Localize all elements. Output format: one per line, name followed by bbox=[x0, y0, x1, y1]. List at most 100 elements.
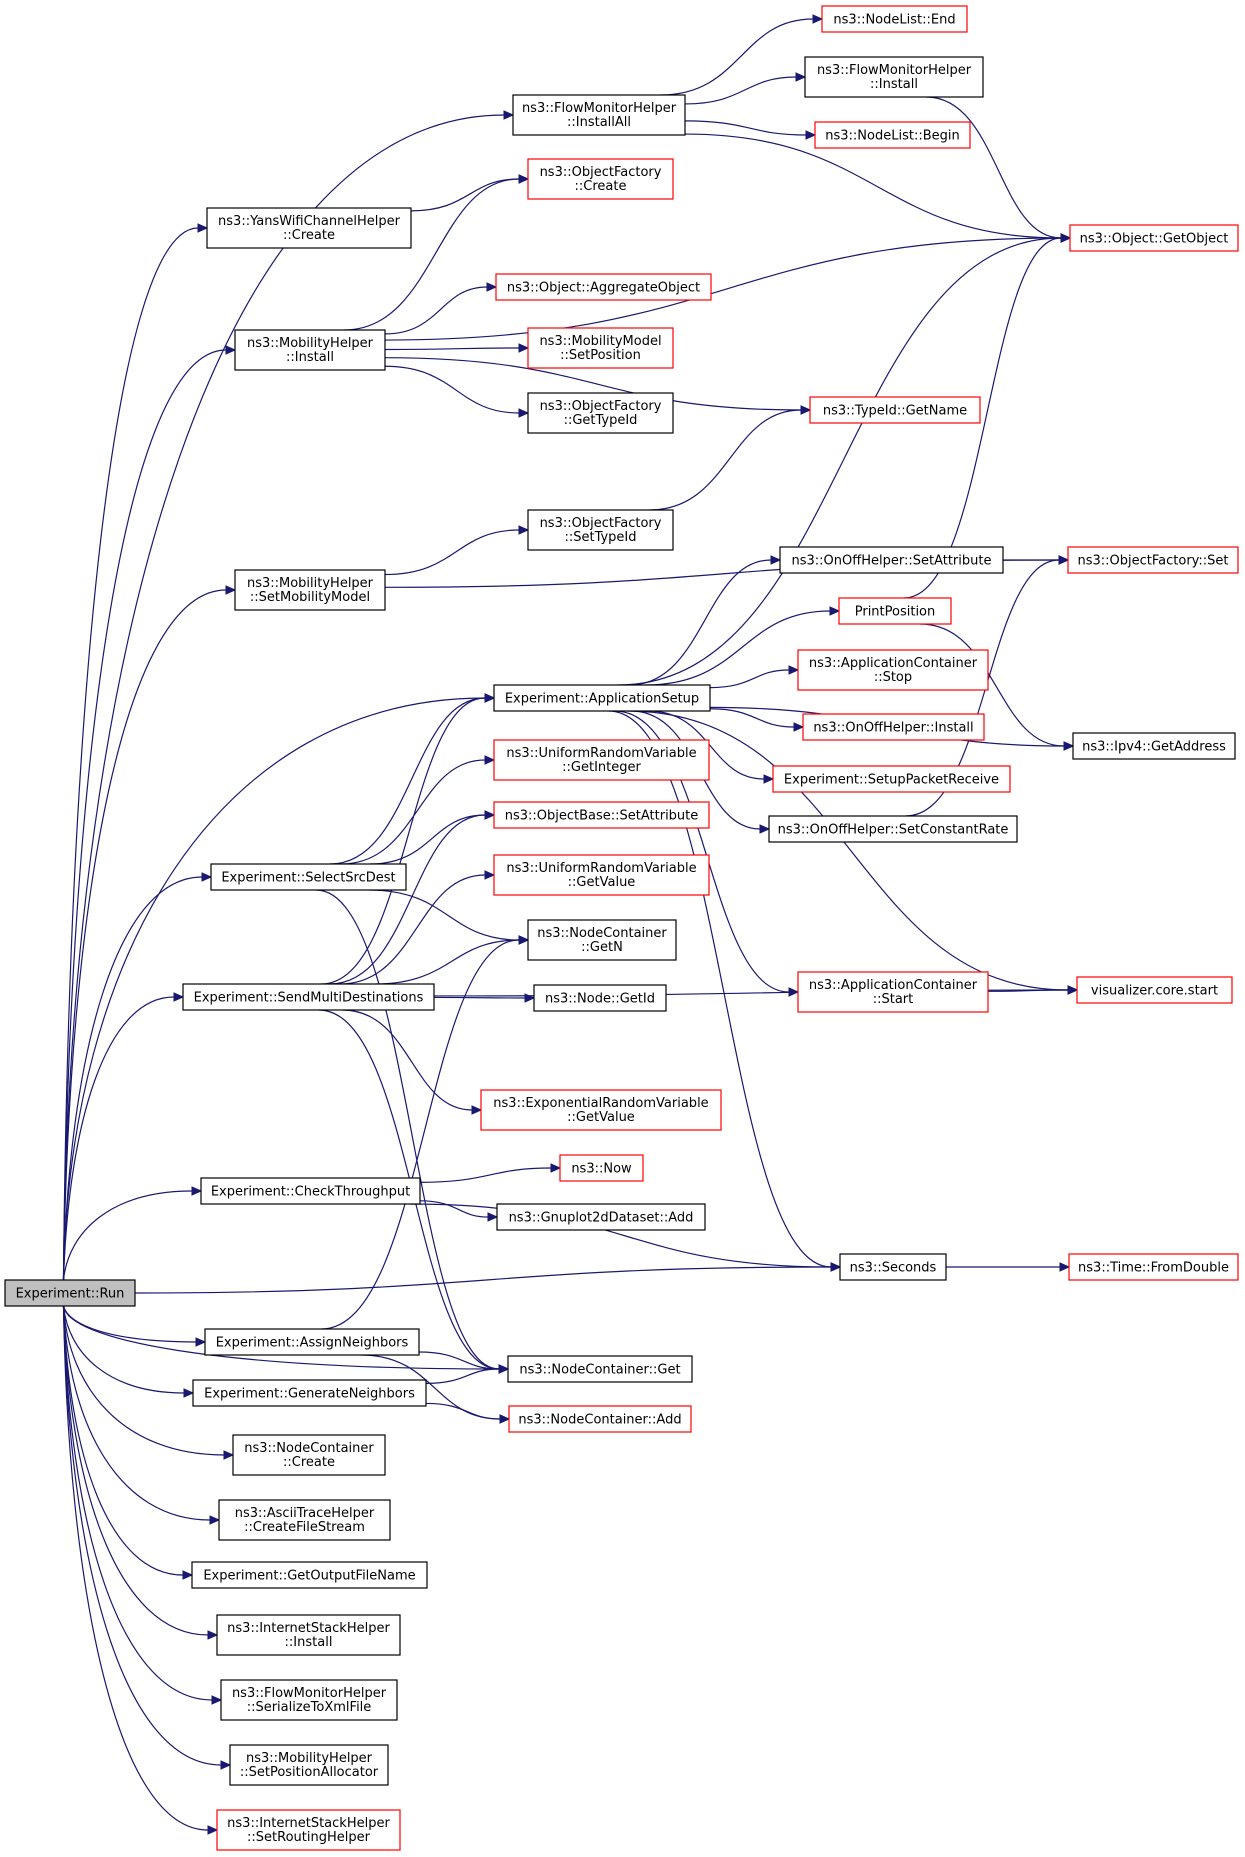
edge-run-to-nc_create bbox=[62, 1305, 225, 1456]
node-of_gettypeid[interactable]: ns3::ObjectFactory::GetTypeId bbox=[527, 392, 674, 434]
node-label-appsetup-line1: Experiment::ApplicationSetup bbox=[505, 692, 699, 707]
edge-sendmulti-to-nc_getn bbox=[375, 939, 520, 985]
node-urv_getinteger[interactable]: ns3::UniformRandomVariable::GetInteger bbox=[493, 739, 710, 781]
node-obj_aggregate[interactable]: ns3::Object::AggregateObject bbox=[495, 273, 712, 301]
node-node_getid[interactable]: ns3::Node::GetId bbox=[533, 984, 667, 1012]
edge-run-to-mh_install bbox=[62, 349, 227, 1281]
arrowhead-generateneighbors-to-nc_add bbox=[499, 1414, 511, 1424]
node-box-erv_getvalue bbox=[480, 1089, 722, 1131]
edge-run-to-generateneighbors bbox=[62, 1305, 185, 1394]
edge-mh_install-to-obj_aggregate bbox=[384, 286, 488, 335]
edge-assignneighbors-to-nc_getn bbox=[321, 939, 520, 1330]
node-run[interactable]: Experiment::Run bbox=[4, 1279, 136, 1307]
node-mm_setposition[interactable]: ns3::MobilityModel::SetPosition bbox=[527, 327, 674, 369]
edge-appsetup-to-printposition bbox=[645, 610, 831, 686]
node-obj_getobject[interactable]: ns3::Object::GetObject bbox=[1069, 224, 1239, 252]
node-nc_add[interactable]: ns3::NodeContainer::Add bbox=[508, 1405, 692, 1433]
node-setuppacketreceive[interactable]: Experiment::SetupPacketReceive bbox=[772, 765, 1011, 793]
edge-run-to-ish_install bbox=[62, 1305, 209, 1636]
node-box-urv_getvalue bbox=[493, 854, 710, 896]
node-label-of_gettypeid-line1: ns3::ObjectFactory bbox=[540, 399, 662, 414]
node-ish_install[interactable]: ns3::InternetStackHelper::Install bbox=[216, 1614, 401, 1656]
node-ascii_createfilestream[interactable]: ns3::AsciiTraceHelper::CreateFileStream bbox=[218, 1499, 391, 1541]
arrowhead-run-to-mh_install bbox=[225, 345, 237, 355]
node-box-mh_setpositionallocator bbox=[229, 1744, 389, 1786]
node-mh_install[interactable]: ns3::MobilityHelper::Install bbox=[234, 329, 386, 371]
edge-run-to-appsetup bbox=[62, 697, 486, 1281]
node-fmh_installall[interactable]: ns3::FlowMonitorHelper::InstallAll bbox=[512, 94, 686, 136]
node-assignneighbors[interactable]: Experiment::AssignNeighbors bbox=[204, 1328, 420, 1356]
node-urv_getvalue[interactable]: ns3::UniformRandomVariable::GetValue bbox=[493, 854, 710, 896]
arrowhead-selectsrcdest-to-urv_getinteger bbox=[484, 755, 496, 765]
edge-run-to-checkthroughput bbox=[62, 1190, 193, 1281]
node-label-mh_install-line2: ::Install bbox=[286, 350, 334, 365]
node-ac_stop[interactable]: ns3::ApplicationContainer::Stop bbox=[797, 649, 989, 691]
node-of_create[interactable]: ns3::ObjectFactory::Create bbox=[527, 158, 674, 200]
edge-selectsrcdest-to-nc_get bbox=[316, 889, 500, 1370]
node-erv_getvalue[interactable]: ns3::ExponentialRandomVariable::GetValue bbox=[480, 1089, 722, 1131]
arrowhead-run-to-selectsrcdest bbox=[201, 872, 213, 882]
node-label-ascii_createfilestream-line2: ::CreateFileStream bbox=[244, 1520, 365, 1535]
arrowhead-run-to-mh_setmobilitymodel bbox=[225, 585, 237, 595]
node-nodelist_begin[interactable]: ns3::NodeList::Begin bbox=[814, 121, 971, 149]
node-selectsrcdest[interactable]: Experiment::SelectSrcDest bbox=[210, 863, 407, 891]
node-gnuplot_add[interactable]: ns3::Gnuplot2dDataset::Add bbox=[496, 1203, 706, 1231]
node-seconds[interactable]: ns3::Seconds bbox=[839, 1253, 947, 1281]
node-onoff_setattribute[interactable]: ns3::OnOffHelper::SetAttribute bbox=[779, 546, 1004, 574]
node-label-printposition-line1: PrintPosition bbox=[855, 605, 936, 620]
node-sendmulti[interactable]: Experiment::SendMultiDestinations bbox=[182, 983, 435, 1011]
edge-appsetup-to-ac_start bbox=[614, 710, 790, 993]
node-ob_setattribute[interactable]: ns3::ObjectBase::SetAttribute bbox=[493, 801, 710, 829]
node-checkthroughput[interactable]: Experiment::CheckThroughput bbox=[200, 1177, 421, 1205]
call-nodes: Experiment::Run ns3::FlowMonitorHelper::I… bbox=[4, 5, 1239, 1851]
node-ish_setroutinghelper[interactable]: ns3::InternetStackHelper::SetRoutingHelp… bbox=[216, 1809, 401, 1851]
edge-fmh_installall-to-obj_getobject bbox=[684, 133, 1062, 239]
node-box-of_create bbox=[527, 158, 674, 200]
node-appsetup[interactable]: Experiment::ApplicationSetup bbox=[493, 684, 711, 712]
node-generateneighbors[interactable]: Experiment::GenerateNeighbors bbox=[192, 1379, 427, 1407]
arrowhead-run-to-ish_install bbox=[207, 1630, 219, 1640]
node-nc_create[interactable]: ns3::NodeContainer::Create bbox=[232, 1434, 386, 1476]
arrowhead-run-to-mh_setpositionallocator bbox=[220, 1760, 232, 1770]
node-now[interactable]: ns3::Now bbox=[559, 1154, 644, 1182]
node-label-ish_install-line2: ::Install bbox=[285, 1635, 333, 1650]
node-box-time_fromdouble bbox=[1068, 1253, 1239, 1281]
edge-run-to-seconds bbox=[134, 1266, 832, 1294]
node-fmh_serialize[interactable]: ns3::FlowMonitorHelper::SerializeToXmlFi… bbox=[220, 1679, 398, 1721]
node-onoff_install[interactable]: ns3::OnOffHelper::Install bbox=[802, 713, 985, 741]
node-getoutputfilename[interactable]: Experiment::GetOutputFileName bbox=[191, 1561, 428, 1589]
node-label-of_create-line2: ::Create bbox=[575, 179, 627, 194]
node-onoff_setconstantrate[interactable]: ns3::OnOffHelper::SetConstantRate bbox=[768, 815, 1018, 843]
node-of_set[interactable]: ns3::ObjectFactory::Set bbox=[1067, 546, 1239, 574]
node-yans_create[interactable]: ns3::YansWifiChannelHelper::Create bbox=[206, 207, 412, 249]
node-of_settypeid[interactable]: ns3::ObjectFactory::SetTypeId bbox=[527, 509, 674, 551]
node-label-typeid_getname-line1: ns3::TypeId::GetName bbox=[823, 404, 967, 419]
node-mh_setmobilitymodel[interactable]: ns3::MobilityHelper::SetMobilityModel bbox=[234, 569, 386, 611]
node-box-fmh_install bbox=[804, 56, 984, 98]
edge-printposition-to-ipv4_getaddress bbox=[919, 623, 1065, 747]
node-ac_start[interactable]: ns3::ApplicationContainer::Start bbox=[797, 971, 989, 1013]
node-nodelist_end[interactable]: ns3::NodeList::End bbox=[821, 5, 968, 33]
node-typeid_getname[interactable]: ns3::TypeId::GetName bbox=[809, 396, 981, 424]
node-printposition[interactable]: PrintPosition bbox=[838, 597, 952, 625]
node-nc_getn[interactable]: ns3::NodeContainer::GetN bbox=[527, 919, 677, 961]
node-time_fromdouble[interactable]: ns3::Time::FromDouble bbox=[1068, 1253, 1239, 1281]
arrowhead-appsetup-to-setuppacketreceive bbox=[763, 774, 775, 784]
edge-run-to-fmh_serialize bbox=[62, 1305, 213, 1701]
node-visualizer_start[interactable]: visualizer.core.start bbox=[1076, 976, 1233, 1004]
arrowhead-fmh_installall-to-nodelist_end bbox=[812, 14, 824, 24]
node-box-run bbox=[4, 1279, 136, 1307]
arrowhead-onoff_setconstantrate-to-of_set bbox=[1058, 555, 1070, 565]
arrowhead-run-to-generateneighbors bbox=[183, 1388, 195, 1398]
node-label-ac_stop-line2: ::Stop bbox=[874, 670, 912, 685]
node-box-setuppacketreceive bbox=[772, 765, 1011, 793]
node-nc_get[interactable]: ns3::NodeContainer::Get bbox=[507, 1355, 693, 1383]
node-mh_setpositionallocator[interactable]: ns3::MobilityHelper::SetPositionAllocato… bbox=[229, 1744, 389, 1786]
node-fmh_install[interactable]: ns3::FlowMonitorHelper::Install bbox=[804, 56, 984, 98]
node-label-mh_setmobilitymodel-line2: ::SetMobilityModel bbox=[250, 590, 370, 605]
node-ipv4_getaddress[interactable]: ns3::Ipv4::GetAddress bbox=[1072, 732, 1236, 760]
node-label-selectsrcdest-line1: Experiment::SelectSrcDest bbox=[221, 871, 395, 886]
node-label-obj_getobject-line1: ns3::Object::GetObject bbox=[1080, 232, 1229, 247]
arrowhead-run-to-fmh_installall bbox=[503, 110, 515, 120]
arrowhead-sendmulti-to-urv_getvalue bbox=[484, 870, 496, 880]
